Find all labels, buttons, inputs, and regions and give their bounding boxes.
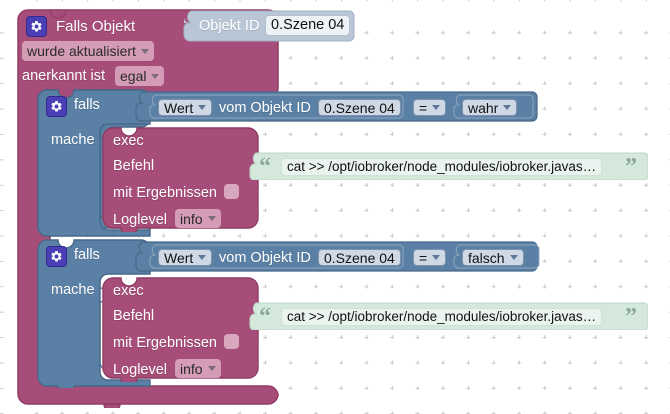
falls-2-from-label: vom Objekt ID [219, 250, 311, 266]
exec-block-1[interactable] [101, 126, 259, 232]
chevron-down-icon [198, 105, 207, 110]
falls-2-operator[interactable]: = [413, 249, 447, 266]
falls-1-object-id[interactable]: 0.Szene 04 [318, 99, 401, 116]
exec-2-loglevel-label: Loglevel [113, 362, 168, 378]
exec-1-with-results-label: mit Ergebnissen [113, 185, 217, 201]
falls-1-compare-value[interactable]: wahr [462, 99, 518, 116]
exec-2-with-results-label: mit Ergebnissen [113, 335, 217, 351]
falls-2-operator-text: = [419, 249, 428, 266]
falls-1-operator-text: = [419, 99, 428, 116]
gear-icon[interactable] [46, 246, 67, 267]
chevron-down-icon [432, 255, 441, 260]
falls-1-value-dropdown[interactable]: Wert [158, 99, 213, 116]
close-quote-icon: ” [625, 304, 637, 330]
falls-2-value-dropdown-text: Wert [164, 249, 194, 266]
exec-2-loglevel-value: info [180, 360, 203, 377]
trigger-title: Falls Objekt [56, 18, 136, 35]
objekt-id-label: Objekt ID [199, 18, 260, 34]
falls-2-compare-value[interactable]: falsch [462, 249, 524, 266]
falls-2-object-id[interactable]: 0.Szene 04 [318, 249, 401, 266]
chevron-down-icon [207, 216, 216, 221]
falls-1-compare-text: wahr [468, 99, 499, 116]
falls-2-value-dropdown[interactable]: Wert [158, 249, 213, 266]
exec-1-with-results-checkbox[interactable] [224, 184, 239, 199]
chevron-down-icon [151, 73, 160, 79]
exec-1-loglevel-label: Loglevel [113, 212, 168, 228]
objekt-id-value[interactable]: 0.Szene 04 [265, 15, 351, 36]
falls-1-from-label: vom Objekt ID [219, 100, 311, 116]
exec-2-with-results-checkbox[interactable] [224, 334, 239, 349]
exec-block-2[interactable] [101, 276, 259, 382]
exec-1-command-label: Befehl [113, 158, 155, 174]
trigger-condition-dropdown[interactable]: wurde aktualisiert [22, 41, 154, 61]
trigger-ack-label: anerkannt ist [22, 68, 106, 84]
open-quote-icon: “ [259, 304, 271, 330]
chevron-down-icon [207, 366, 216, 371]
trigger-ack-dropdown[interactable]: egal [115, 66, 165, 86]
exec-2-command-text[interactable]: cat >> /opt/iobroker/node_modules/iobrok… [281, 308, 603, 326]
chevron-down-icon [198, 255, 207, 260]
close-quote-icon: ” [625, 154, 637, 180]
trigger-ack-value: egal [120, 68, 147, 84]
chevron-down-icon [503, 105, 512, 110]
falls-2-compare-text: falsch [468, 249, 505, 266]
chevron-down-icon [432, 105, 441, 110]
exec-1-loglevel-value: info [180, 210, 203, 227]
chevron-down-icon [140, 48, 149, 54]
gear-icon[interactable] [26, 16, 47, 37]
falls-1-operator[interactable]: = [413, 99, 447, 116]
falls-block-1-do-label: mache [51, 132, 95, 148]
exec-1-loglevel-dropdown[interactable]: info [175, 209, 221, 228]
falls-1-value-dropdown-text: Wert [164, 99, 194, 116]
exec-1-title: exec [113, 133, 144, 149]
open-quote-icon: “ [259, 154, 271, 180]
exec-2-command-label: Befehl [113, 308, 155, 324]
falls-block-2-do-label: mache [51, 282, 95, 298]
falls-block-2-title: falls [74, 247, 100, 263]
exec-2-loglevel-dropdown[interactable]: info [175, 359, 221, 378]
falls-block-1-title: falls [74, 97, 100, 113]
exec-1-command-text[interactable]: cat >> /opt/iobroker/node_modules/iobrok… [281, 158, 603, 176]
gear-icon[interactable] [46, 96, 67, 117]
exec-2-title: exec [113, 283, 144, 299]
trigger-condition-value: wurde aktualisiert [27, 43, 136, 59]
chevron-down-icon [509, 255, 518, 260]
